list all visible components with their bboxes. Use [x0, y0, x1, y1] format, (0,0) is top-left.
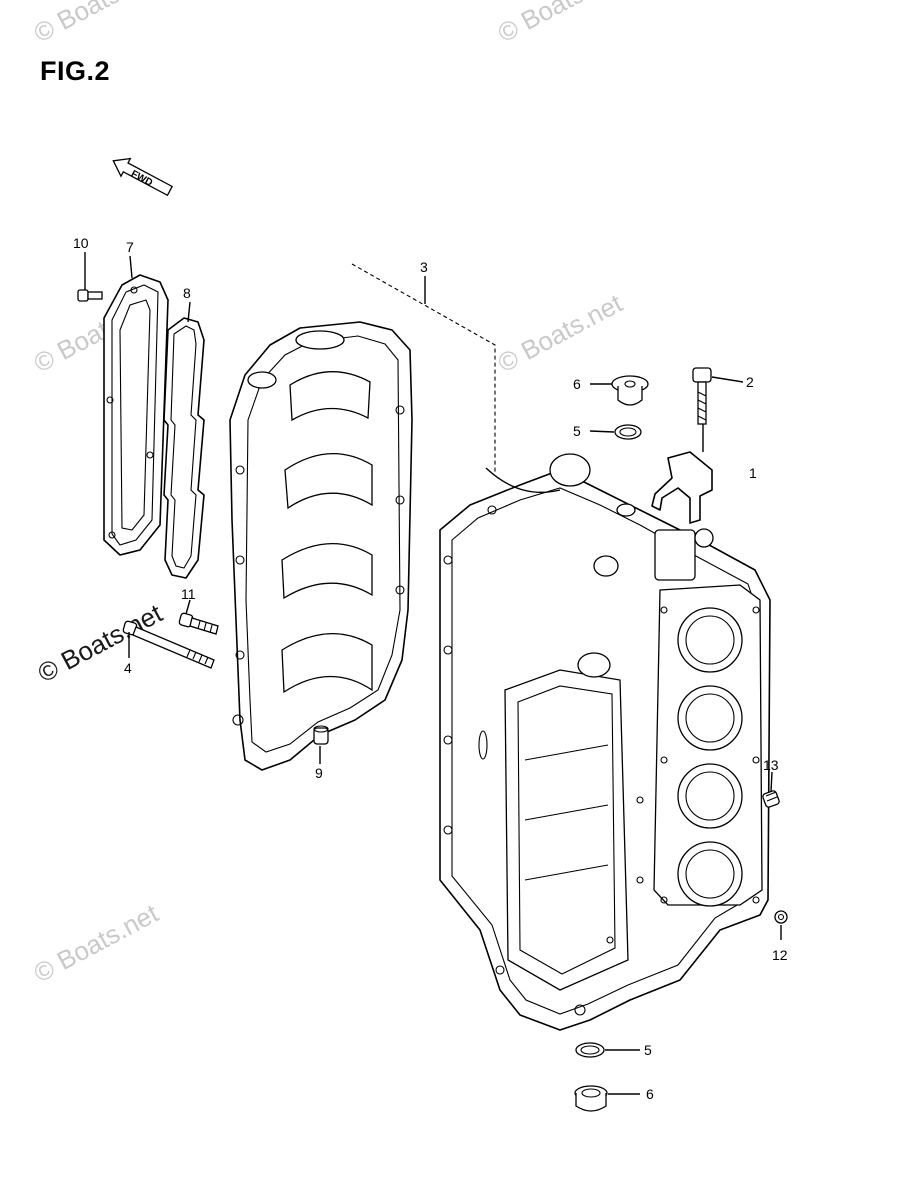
callout-9: 9 [315, 765, 323, 781]
bracket-part [651, 451, 713, 524]
plug-screw-part [762, 790, 780, 808]
washer-part [575, 1042, 605, 1058]
cylinder-head-cover-part [103, 274, 169, 556]
callout-1: 1 [749, 465, 757, 481]
plug-part [611, 375, 649, 406]
callout-5-lower: 5 [644, 1042, 652, 1058]
callout-4: 4 [124, 660, 132, 676]
callout-10: 10 [73, 235, 89, 251]
callout-2: 2 [746, 374, 754, 390]
small-plug-part [774, 910, 788, 924]
fwd-label: FWD [129, 169, 154, 189]
plug-part [574, 1085, 608, 1112]
callout-13: 13 [763, 757, 779, 773]
bolt-part [178, 612, 219, 635]
callout-3: 3 [420, 259, 428, 275]
washer-part [614, 424, 642, 440]
gasket-part [163, 317, 205, 579]
long-bolt-part [122, 620, 215, 669]
dowel-pin-part [313, 725, 329, 745]
callout-7: 7 [126, 239, 134, 255]
callout-5-upper: 5 [573, 423, 581, 439]
crankcase-part [229, 321, 413, 771]
figure-title: FIG.2 [40, 56, 111, 86]
bolt-part [692, 367, 712, 425]
fwd-arrow-icon: FWD [112, 157, 174, 197]
callout-6-lower: 6 [646, 1086, 654, 1102]
screw-part [77, 289, 103, 302]
callout-8: 8 [183, 285, 191, 301]
callout-6-upper: 6 [573, 376, 581, 392]
leader-lines [84, 252, 782, 1095]
cylinder-block-part [439, 453, 771, 1031]
callout-12: 12 [772, 947, 788, 963]
callout-11: 11 [181, 586, 196, 602]
